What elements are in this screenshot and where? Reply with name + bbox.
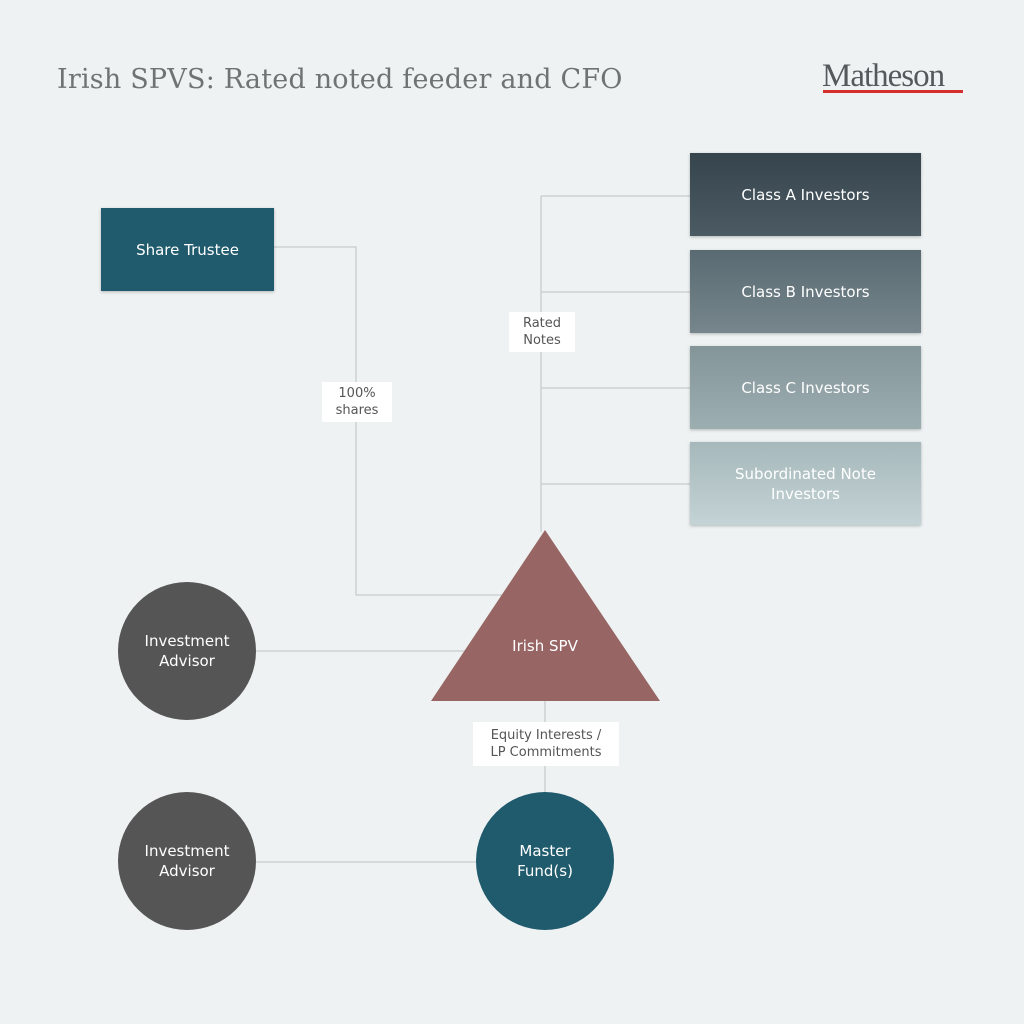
class-c-investors-box: Class C Investors: [690, 346, 921, 429]
master-fund-label: Master Fund(s): [517, 842, 573, 880]
class-c-label: Class C Investors: [741, 378, 870, 397]
class-a-investors-box: Class A Investors: [690, 153, 921, 236]
advisor-1-label: Investment Advisor: [144, 632, 230, 670]
logo-underline: [823, 90, 963, 93]
shares-text: 100% shares: [335, 386, 379, 418]
investment-advisor-2: Investment Advisor: [118, 792, 256, 930]
share-trustee-box: Share Trustee: [101, 208, 274, 291]
share-trustee-label: Share Trustee: [136, 240, 239, 259]
subordinated-investors-box: Subordinated Note Investors: [690, 442, 921, 525]
equity-text: Equity Interests / LP Commitments: [490, 728, 602, 760]
irish-spv-triangle: [431, 530, 660, 701]
advisor-2-label: Investment Advisor: [144, 842, 230, 880]
master-fund: Master Fund(s): [476, 792, 614, 930]
matheson-logo: Matheson: [822, 58, 945, 94]
irish-spv-label: Irish SPV: [512, 637, 578, 655]
class-b-label: Class B Investors: [741, 282, 870, 301]
rated-notes-text: Rated Notes: [522, 316, 562, 348]
investment-advisor-1: Investment Advisor: [118, 582, 256, 720]
page-title: Irish SPVS: Rated noted feeder and CFO: [57, 64, 623, 95]
subordinated-label: Subordinated Note Investors: [735, 464, 876, 503]
shares-label: 100% shares: [322, 382, 392, 422]
class-b-investors-box: Class B Investors: [690, 250, 921, 333]
rated-notes-label: Rated Notes: [509, 312, 575, 352]
class-a-label: Class A Investors: [741, 185, 870, 204]
equity-interests-label: Equity Interests / LP Commitments: [473, 722, 619, 766]
